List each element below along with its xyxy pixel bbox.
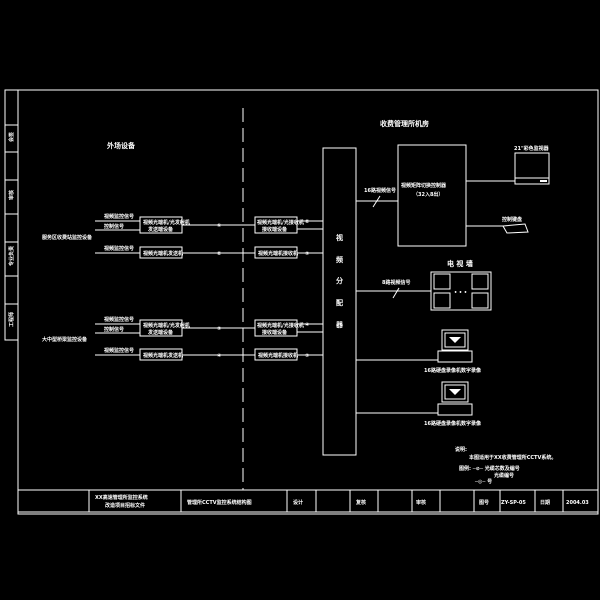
notes-text: ─◎─ 号 — [474, 478, 492, 485]
signal-label: 视频监控信号 — [104, 347, 134, 354]
audit-label: 审核 — [416, 499, 426, 506]
cable-mark: ① — [217, 223, 221, 229]
room-title: 收费管理所机房 — [380, 119, 429, 128]
side-label: 会签 — [8, 131, 15, 143]
cable-mark: ③ — [217, 326, 221, 332]
signal-label: 控制信号 — [104, 223, 124, 230]
cable-mark: ⑤ — [305, 353, 309, 359]
signal-label: 视频监控信号 — [104, 316, 134, 323]
ellipsis: • • • — [454, 290, 467, 296]
keyboard-label: 控制键盘 — [502, 216, 522, 223]
computer-icon — [437, 329, 473, 363]
box-label: 接收端设备 — [261, 226, 288, 233]
box-label: 视频光端机/光发射机 — [143, 219, 190, 226]
distributor-label: 频 — [336, 255, 343, 264]
notes-title: 说明: — [455, 446, 467, 453]
cable-mark: ④ — [217, 353, 221, 359]
field-title: 外场设备 — [107, 141, 136, 150]
signal-row: 视频监控信号 视频光端机发送机 ② 视频光端机接收机 ③ — [95, 245, 323, 259]
group-label: 大中型桥梁监控设备 — [42, 336, 88, 343]
recorder-label: 16路硬盘录像机数字录像 — [424, 367, 482, 374]
side-label: 专业负责 — [8, 246, 15, 266]
signal-label: 视频监控信号 — [104, 245, 134, 252]
cable-mark: ② — [305, 219, 309, 225]
signal-row: 视频监控信号 控制信号 视频光端机/光发射机 发送端设备 ① 视频光端机/光接收… — [95, 213, 323, 234]
signal-label: 控制信号 — [104, 326, 124, 333]
date-value: 2004.03 — [566, 500, 589, 506]
drawing-no-label: 图号 — [479, 499, 489, 506]
signal-label: 8路视频信号 — [382, 279, 410, 286]
box-label: 视频光端机接收机 — [258, 250, 298, 257]
recorder-label: 16路硬盘录像机数字录像 — [424, 420, 482, 427]
video-distributor — [322, 147, 357, 456]
side-strip — [4, 89, 19, 341]
box-label: 接收端设备 — [261, 329, 288, 336]
receiver-box — [254, 216, 298, 234]
receiver-box — [254, 319, 298, 337]
cable-mark: ② — [217, 251, 221, 257]
project-name: XX高速管理所监控系统 — [95, 494, 148, 501]
matrix-sub: （32入8出） — [413, 191, 443, 198]
drawing-frame — [17, 89, 599, 515]
tv-wall-label: 电 视 墙 — [447, 259, 473, 268]
signal-row: 视频监控信号 控制信号 视频光端机/光发射机 发送端设备 ③ 视频光端机/光接收… — [95, 316, 323, 337]
box-label: 发送端设备 — [147, 329, 174, 336]
keyboard-icon — [502, 223, 529, 234]
title-block — [17, 489, 599, 513]
box-label: 视频光端机发送机 — [143, 250, 183, 257]
box-label: 视频光端机/光发射机 — [143, 322, 190, 329]
distributor-label: 器 — [335, 320, 344, 329]
check-label: 复核 — [355, 499, 366, 506]
date-label: 日期 — [540, 499, 550, 506]
design-label: 设计 — [293, 499, 303, 506]
signal-label: 视频监控信号 — [104, 213, 134, 220]
computer-icon — [437, 381, 473, 416]
cable-mark: ③ — [305, 251, 309, 257]
monitor-icon — [514, 152, 550, 185]
drawing-no: ZY-SP-05 — [501, 500, 526, 506]
notes-text: 光缆编号 — [493, 472, 514, 479]
cable-mark: ④ — [305, 322, 309, 328]
tv-wall-icon — [430, 271, 492, 311]
distributor-label: 分 — [336, 276, 343, 285]
side-label: 工程师 — [8, 312, 15, 327]
side-label: 审核 — [8, 190, 15, 200]
monitor-label: 21"彩色监视器 — [514, 145, 550, 152]
notes-text: 本图适用于XX收费管理所CCTV系统。 — [468, 454, 556, 461]
box-label: 视频光端机/光接收机 — [257, 322, 304, 329]
box-label: 视频光端机接收机 — [258, 352, 298, 359]
notes-text: 图例: ─⊘─ 光缆芯数及编号 — [459, 465, 520, 472]
matrix-label: 视频矩阵切换控制器 — [401, 182, 447, 189]
distributor-label: 视 — [336, 233, 343, 242]
signal-label: 16路视频信号 — [364, 187, 396, 194]
box-label: 视频光端机发送机 — [143, 352, 183, 359]
distributor-label: 配 — [336, 298, 343, 307]
video-matrix-switcher — [397, 144, 467, 247]
project-name: 改造项目招标文件 — [105, 502, 145, 509]
box-label: 发送端设备 — [147, 226, 174, 233]
group-label: 服务区收费站监控设备 — [42, 234, 93, 241]
drawing-title: 管理所CCTV监控系统结构图 — [187, 499, 252, 506]
signal-row: 视频监控信号 视频光端机发送机 ④ 视频光端机接收机 ⑤ — [95, 347, 323, 361]
box-label: 视频光端机/光接收机 — [257, 219, 304, 226]
